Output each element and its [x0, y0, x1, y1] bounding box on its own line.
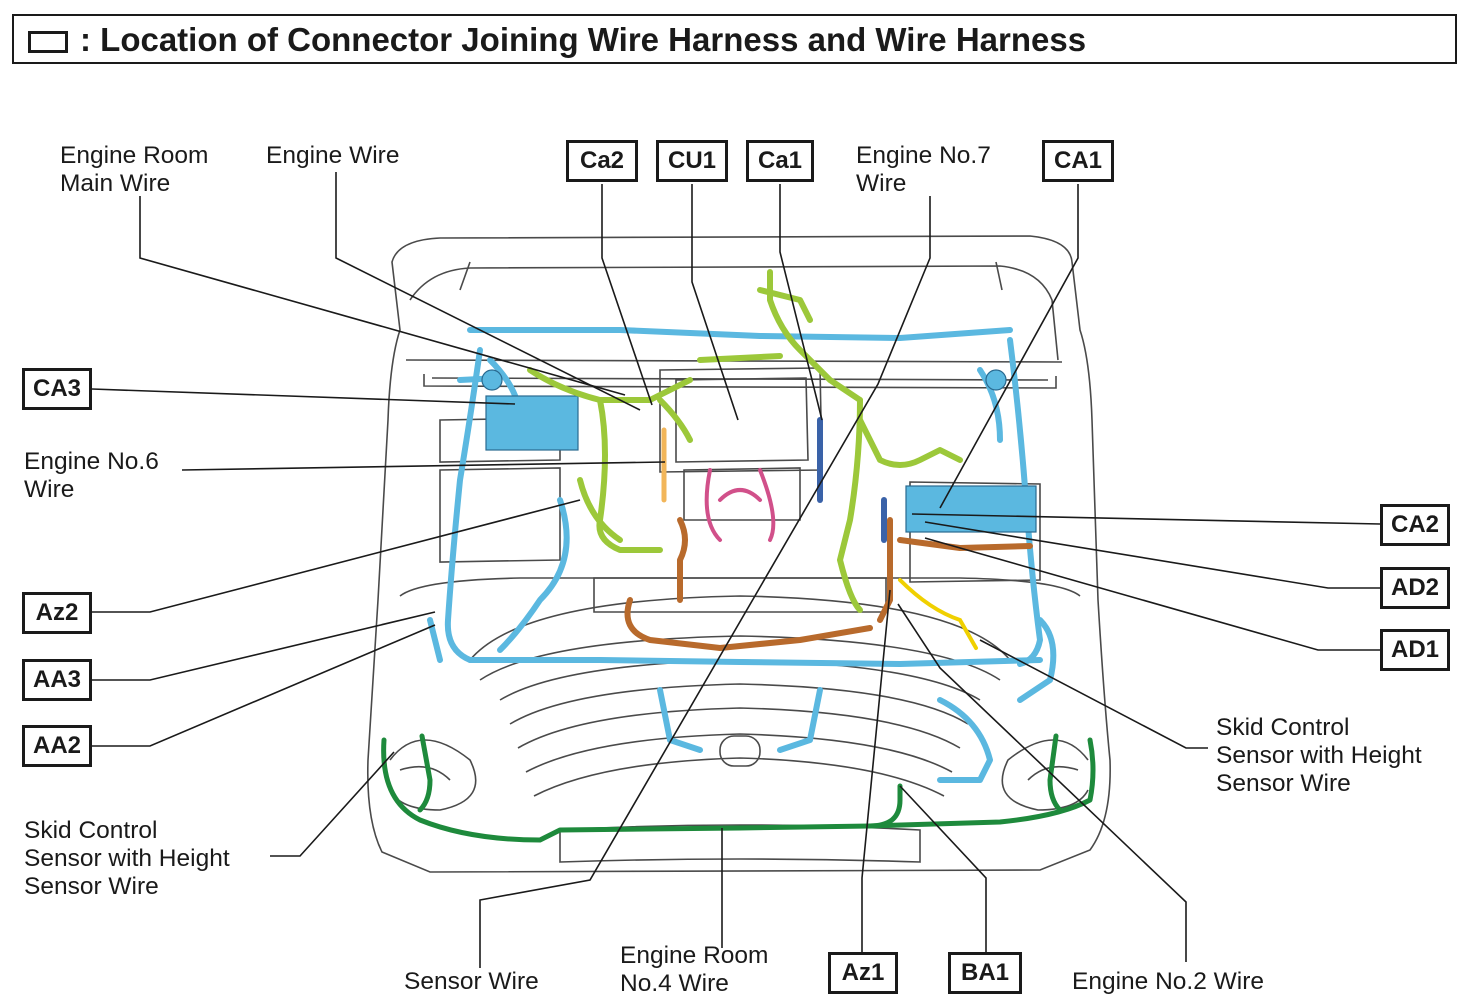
connector-code-az2: Az2 — [22, 592, 92, 634]
yellow-harness — [898, 578, 978, 650]
skid-control-wire-label-right: Skid Control Sensor with Height Sensor W… — [1216, 714, 1422, 797]
yellow-green-harness — [527, 269, 963, 613]
sensor-wire-label: Sensor Wire — [404, 968, 539, 995]
connector-code-aa3: AA3 — [22, 659, 92, 701]
pink-harness — [704, 468, 776, 542]
engine-no2-wire-label: Engine No.2 Wire — [1072, 968, 1265, 995]
connector-code-ca1-lower: Ca1 — [746, 140, 814, 182]
engine-no6-wire-label: Engine No.6 Wire — [24, 448, 159, 503]
connector-code-ad1: AD1 — [1380, 629, 1450, 671]
page-title: : Location of Connector Joining Wire Har… — [80, 21, 1087, 58]
sky-blue-component-block — [481, 369, 1037, 533]
connector-code-ad2: AD2 — [1380, 567, 1450, 609]
engine-no7-wire-label: Engine No.7 Wire — [856, 142, 991, 197]
connector-code-ba1: BA1 — [948, 952, 1022, 994]
connector-symbol-icon — [28, 31, 68, 53]
navy-harness — [817, 417, 887, 543]
leader-lines — [91, 172, 1381, 968]
connector-code-ca3: CA3 — [22, 368, 92, 410]
orange-brown-harness — [624, 517, 1033, 651]
engine-room-no4-wire-label: Engine Room No.4 Wire — [620, 942, 769, 997]
connector-code-cu1: CU1 — [656, 140, 728, 182]
connector-code-ca2-lower: Ca2 — [566, 140, 638, 182]
green-bumper-harness — [381, 733, 1096, 843]
connector-code-ca1-upper: CA1 — [1042, 140, 1114, 182]
connector-code-aa2: AA2 — [22, 725, 92, 767]
engine-room-main-wire-label: Engine Room Main Wire — [60, 142, 209, 197]
skid-control-wire-label-left: Skid Control Sensor with Height Sensor W… — [24, 817, 230, 900]
title-box: : Location of Connector Joining Wire Har… — [12, 14, 1457, 64]
connector-code-ca2-upper: CA2 — [1380, 504, 1450, 546]
engine-wire-label: Engine Wire — [266, 142, 400, 169]
connector-code-az1: Az1 — [828, 952, 898, 994]
